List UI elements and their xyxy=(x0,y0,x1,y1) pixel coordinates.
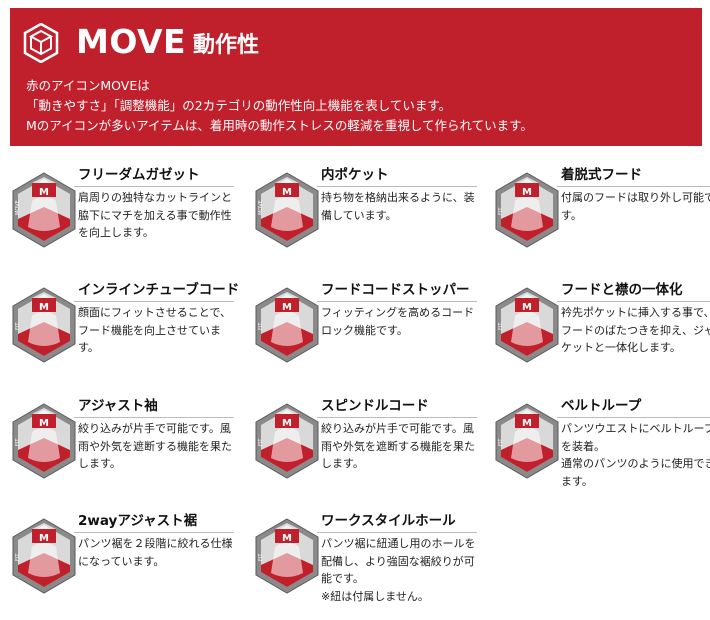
feature-inner-pocket: M MOVE 内ポケット持ち物を格納出来るように、装備しています。 xyxy=(253,165,478,285)
divider xyxy=(557,417,710,418)
divider xyxy=(557,186,710,187)
feature-hood-cord-stopper: M FIT フードコードストッパーフィッティングを高めるコードロック機能です。 xyxy=(253,280,478,400)
side-label: FIT xyxy=(258,322,264,330)
side-label: MOVE xyxy=(258,200,264,215)
badge-letter: M xyxy=(282,418,292,429)
feature-description: パンツ裾に紐通し用のホールを配備し、より強固な裾絞りが可能です。 ※紐は付属しま… xyxy=(321,537,476,603)
feature-inline-tube-cord: M FIT インラインチューブコード顔面にフィットさせることで、フード機能を向上させ… xyxy=(10,280,239,400)
feature-description: 持ち物を格納出来るように、装備しています。 xyxy=(321,191,475,222)
feature-name: アジャスト袖 xyxy=(78,398,158,414)
side-label: FIT xyxy=(15,553,21,561)
badge-letter: M xyxy=(522,418,532,429)
description-line: 赤のアイコンMOVEは xyxy=(26,78,150,93)
divider xyxy=(74,186,234,187)
feature-name: 2wayアジャスト裾 xyxy=(78,513,198,529)
feature-name: インラインチューブコード xyxy=(78,282,240,298)
two-way-hem-icon: M FIT xyxy=(12,518,76,594)
feature-description: 絞り込みが片手で可能です。風雨や外気を遮断する機能を果たします。 xyxy=(78,422,232,470)
feature-description: パンツ裾を２段階に絞れる仕様になっています。 xyxy=(78,537,233,568)
feature-detachable-hood: M FIT 着脱式フード付属のフードは取り外し可能です。 xyxy=(493,165,710,285)
divider xyxy=(74,532,234,533)
cord-stopper-icon: M FIT xyxy=(255,287,319,363)
badge-letter: M xyxy=(282,302,292,313)
side-label: FIT xyxy=(258,553,264,561)
feature-description: パンツウエストにベルトループを装着。 通常のパンツのように使用できます。 xyxy=(561,422,710,488)
feature-work-style-hole: M FIT ワークスタイルホールパンツ裾に紐通し用のホールを配備し、より強固な裾絞り… xyxy=(253,511,478,620)
feature-description: 顔面にフィットさせることで、フード機能を向上させています。 xyxy=(78,306,232,354)
divider xyxy=(317,417,477,418)
divider xyxy=(317,532,477,533)
badge-letter: M xyxy=(522,187,532,198)
feature-spindle-cord: M FIT スピンドルコード絞り込みが片手で可能です。風雨や外気を遮断する機能を果た… xyxy=(253,396,478,516)
hood-collar-icon: M FIT xyxy=(495,287,559,363)
badge-letter: M xyxy=(522,302,532,313)
divider xyxy=(317,186,477,187)
side-label: FIT xyxy=(498,438,504,446)
side-label: FIT xyxy=(498,207,504,215)
feature-freedom-gusset: M MOVE フリーダムガゼット肩周りの独特なカットラインと脇下にマチを加える事で動… xyxy=(10,165,235,285)
adjust-sleeve-icon: M FIT xyxy=(12,403,76,479)
belt-loop-icon: M FIT xyxy=(495,403,559,479)
cube-hexagon-icon xyxy=(23,23,59,63)
badge-letter: M xyxy=(39,187,49,198)
divider xyxy=(74,417,234,418)
feature-name: フードコードストッパー xyxy=(321,282,470,298)
feature-adjust-sleeve: M FIT アジャスト袖絞り込みが片手で可能です。風雨や外気を遮断する機能を果たしま… xyxy=(10,396,235,516)
feature-name: フードと襟の一体化 xyxy=(561,282,683,298)
feature-hood-collar-integration: M FIT フードと襟の一体化衿先ポケットに挿入する事で、フードのばたつきを抑え、ジ… xyxy=(493,280,710,400)
feature-description: 衿先ポケットに挿入する事で、フードのばたつきを抑え、ジャケットと一体化します。 xyxy=(561,306,710,354)
divider xyxy=(74,301,234,302)
divider xyxy=(557,301,710,302)
detachable-hood-icon: M FIT xyxy=(495,172,559,248)
header-description: 赤のアイコンMOVEは 「動きやすさ」「調整機能」の2カテゴリの動作性向上機能を… xyxy=(26,76,533,136)
spindle-cord-icon: M FIT xyxy=(255,403,319,479)
badge-letter: M xyxy=(282,533,292,544)
badge-letter: M xyxy=(39,418,49,429)
description-line: Mのアイコンが多いアイテムは、着用時の動作ストレスの軽減を重視して作られています… xyxy=(26,118,533,133)
header-banner: MOVE 動作性 赤のアイコンMOVEは 「動きやすさ」「調整機能」の2カテゴリ… xyxy=(10,8,702,146)
side-label: FIT xyxy=(258,438,264,446)
side-label: FIT xyxy=(498,322,504,330)
divider xyxy=(317,301,477,302)
feature-two-way-adjust-hem: M FIT 2wayアジャスト裾パンツ裾を２段階に絞れる仕様になっています。 xyxy=(10,511,235,620)
feature-name: スピンドルコード xyxy=(321,398,429,414)
feature-description: 付属のフードは取り外し可能です。 xyxy=(561,191,710,222)
feature-name: ワークスタイルホール xyxy=(321,513,456,529)
feature-name: 着脱式フード xyxy=(561,167,642,183)
badge-letter: M xyxy=(39,302,49,313)
badge-letter: M xyxy=(282,187,292,198)
side-label: MOVE xyxy=(15,200,21,215)
badge-letter: M xyxy=(39,533,49,544)
page-title: MOVE xyxy=(76,22,187,61)
feature-belt-loop: M FIT ベルトループパンツウエストにベルトループを装着。 通常のパンツのように使… xyxy=(493,396,710,516)
feature-description: フィッティングを高めるコードロック機能です。 xyxy=(321,306,475,337)
side-label: FIT xyxy=(15,438,21,446)
work-hole-icon: M FIT xyxy=(255,518,319,594)
feature-description: 肩周りの独特なカットラインと脇下にマチを加える事で動作性を向上します。 xyxy=(78,191,232,239)
feature-description: 絞り込みが片手で可能です。風雨や外気を遮断する機能を果たします。 xyxy=(321,422,475,470)
feature-name: ベルトループ xyxy=(561,398,642,414)
inner-pocket-icon: M MOVE xyxy=(255,172,319,248)
description-line: 「動きやすさ」「調整機能」の2カテゴリの動作性向上機能を表しています。 xyxy=(26,98,452,113)
shoulder-gusset-icon: M MOVE xyxy=(12,172,76,248)
side-label: FIT xyxy=(15,322,21,330)
feature-name: 内ポケット xyxy=(321,167,389,183)
page-subtitle: 動作性 xyxy=(193,33,260,58)
feature-name: フリーダムガゼット xyxy=(78,167,200,183)
tube-cord-icon: M FIT xyxy=(12,287,76,363)
